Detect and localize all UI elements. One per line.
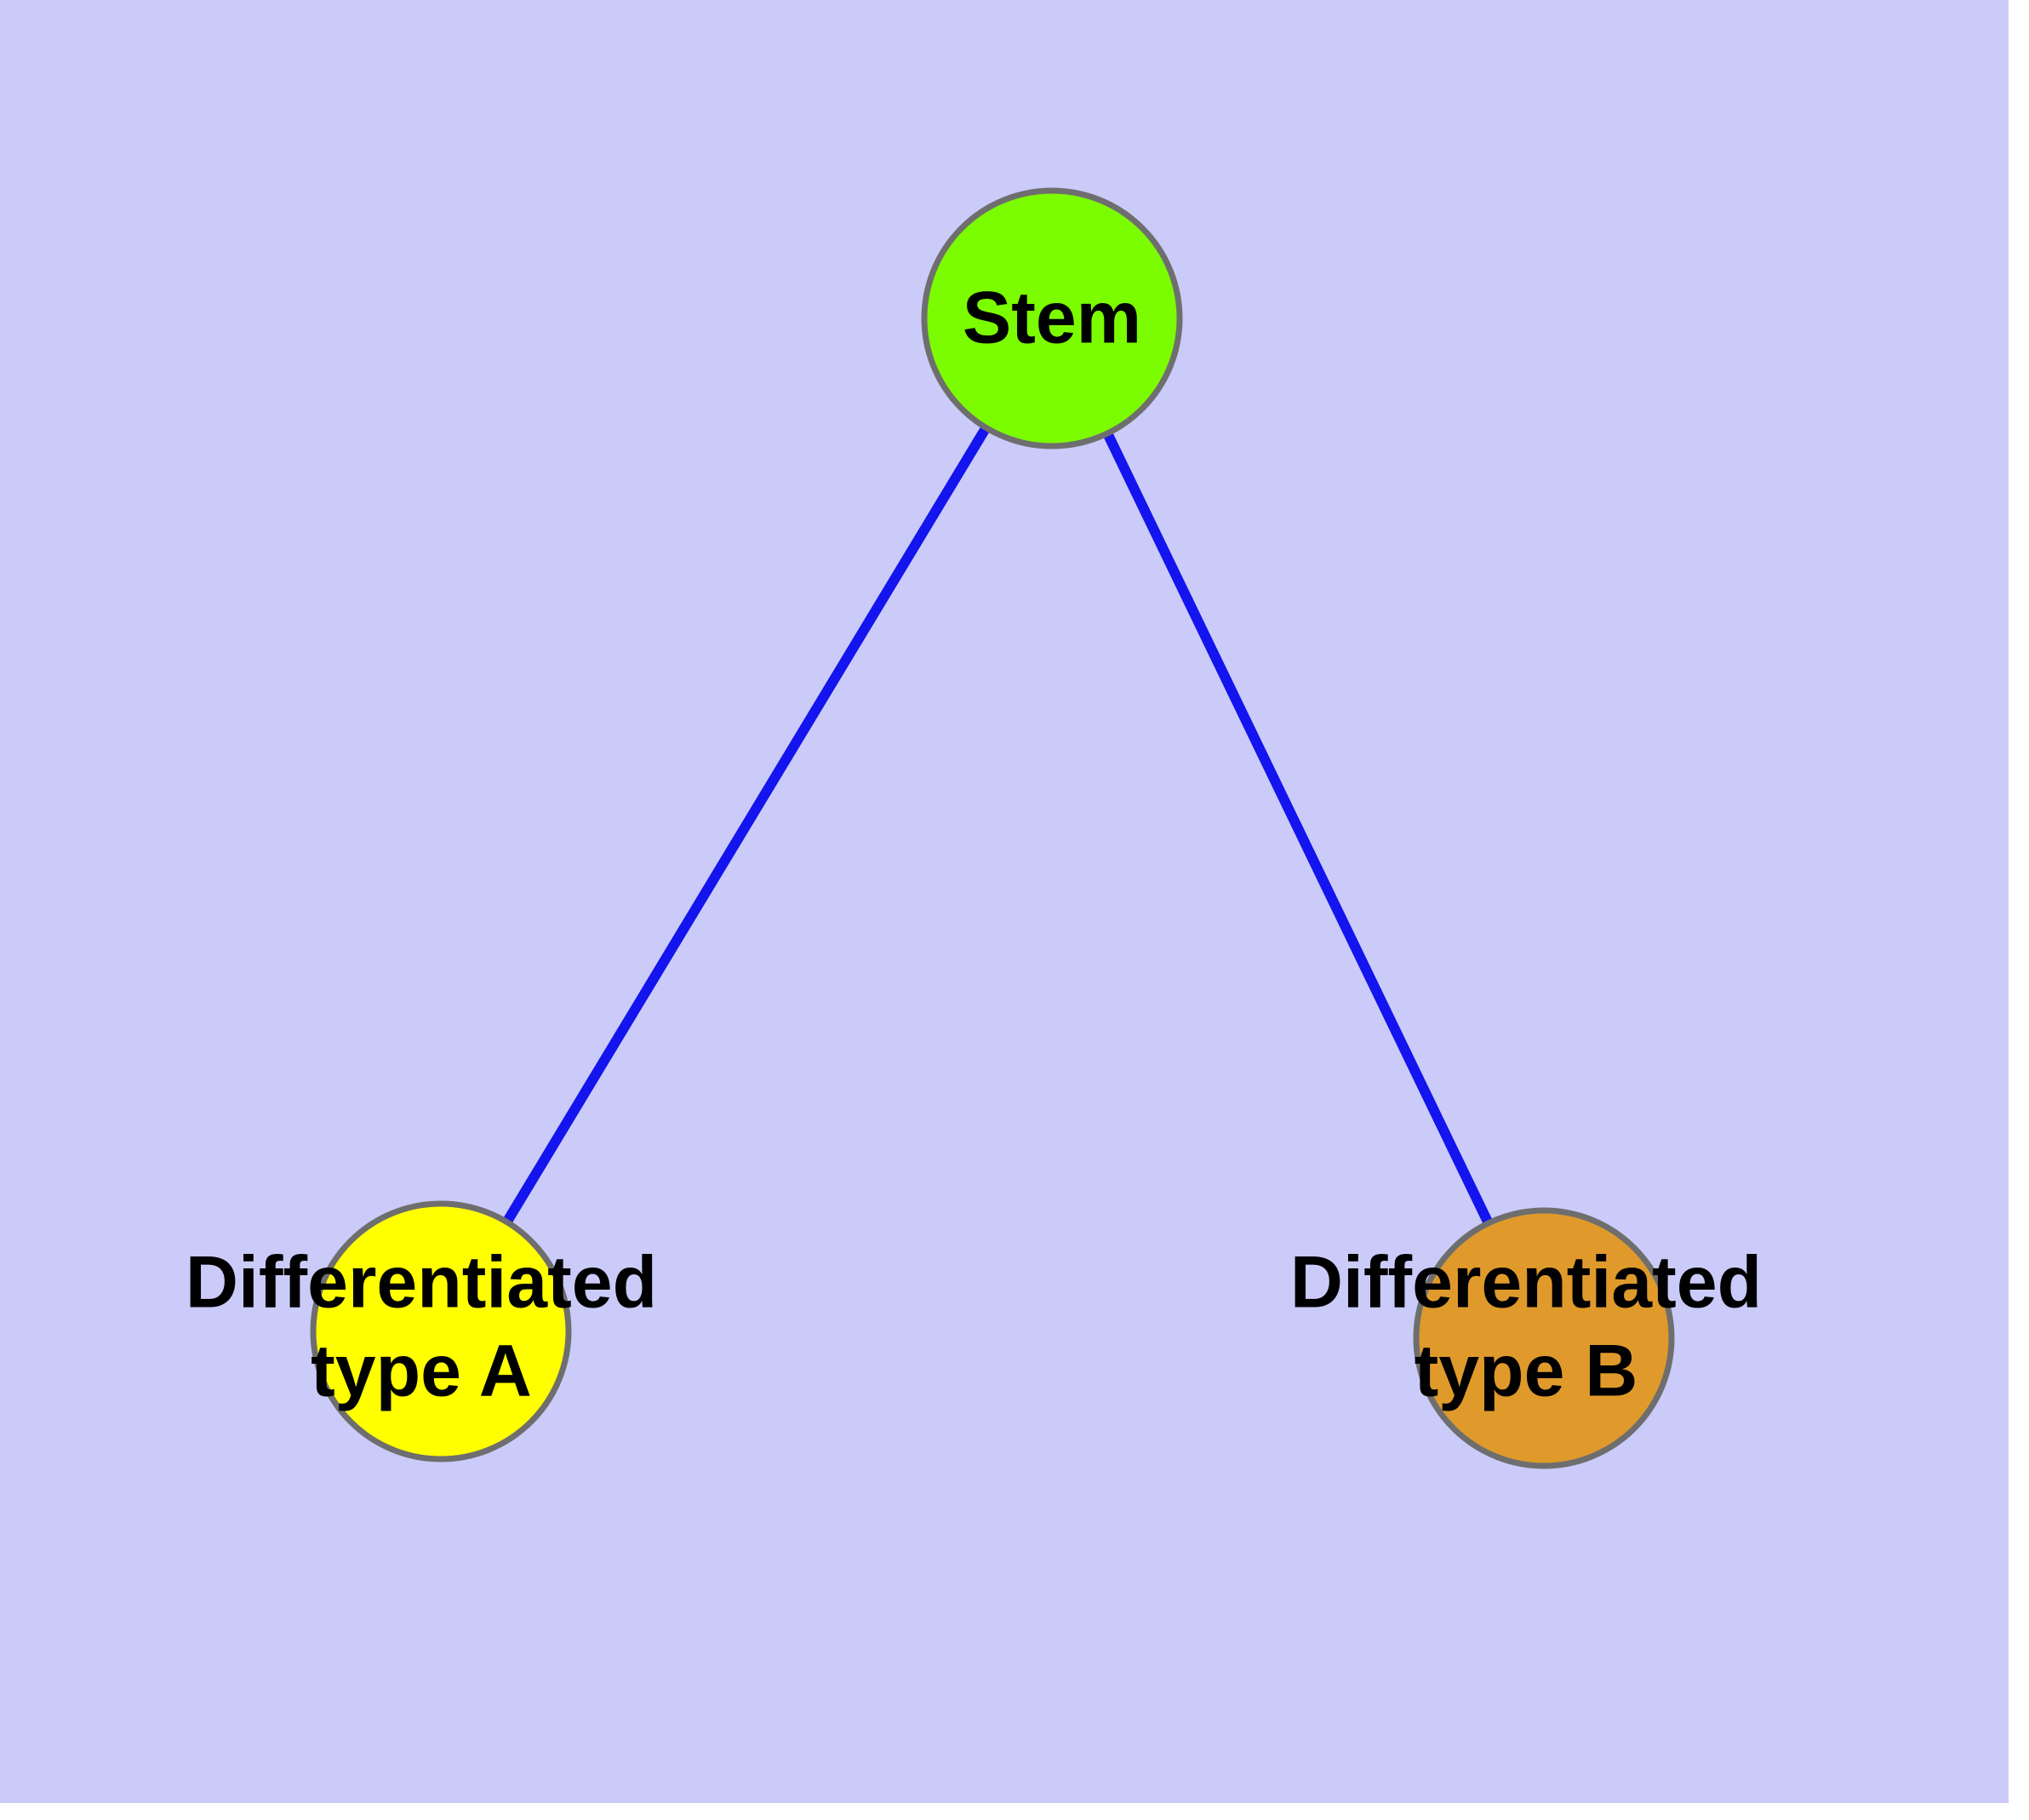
- node-differentiated-type-b[interactable]: [1413, 1207, 1675, 1469]
- node-label-differentiated-type-a-line2: type A: [311, 1331, 532, 1412]
- node-layer: [310, 187, 1675, 1469]
- node-label-differentiated-type-b-line2: type B: [1415, 1331, 1638, 1412]
- node-label-stem: Stem: [963, 278, 1141, 359]
- node-stem[interactable]: [921, 187, 1183, 449]
- edge-stem-to-differentiated-type-a: [436, 315, 1057, 1335]
- edge-layer: [436, 315, 1549, 1341]
- node-label-differentiated-type-a-line1: Differentiated: [186, 1242, 657, 1324]
- edge-stem-to-differentiated-type-b: [1047, 316, 1549, 1341]
- node-differentiated-type-a[interactable]: [310, 1200, 572, 1462]
- label-layer: Stem Differentiated type A Differentiate…: [186, 278, 1762, 1412]
- node-label-differentiated-type-b-line1: Differentiated: [1290, 1242, 1762, 1324]
